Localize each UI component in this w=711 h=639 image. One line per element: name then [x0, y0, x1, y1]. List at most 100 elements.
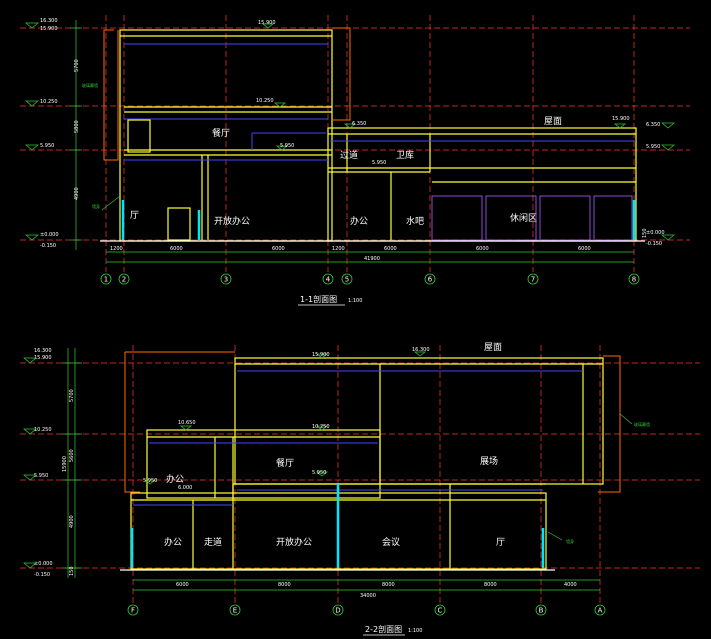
axis-label: 1 [104, 276, 108, 284]
leader-line [101, 195, 121, 211]
vertical-dim: 4900 [69, 515, 75, 528]
elev-label: -0.150 [646, 241, 662, 247]
room-label: 办公 [350, 215, 368, 227]
section-scale: 1:100 [408, 628, 422, 634]
room-label: 休闲区 [510, 212, 537, 224]
elev-label: 5.950 [34, 473, 48, 479]
outer-wall-2 [124, 351, 621, 493]
glass-1 [121, 200, 636, 240]
axis-bubble [100, 273, 112, 285]
axis-label: 6 [428, 276, 433, 284]
walls-2 [130, 357, 604, 570]
outer-wall-1 [103, 27, 351, 161]
axis-label: 7 [531, 276, 535, 284]
annotation: 玻璃幕墙 [82, 82, 98, 88]
axis-bubble [434, 604, 446, 616]
elev-label: 15.900 [40, 26, 58, 32]
floor-level: 5.950 [312, 470, 326, 476]
axis-label: A [598, 607, 603, 615]
floor-level: 5.950 [280, 143, 294, 149]
dim-label: 8000 [382, 582, 395, 588]
vertical-dim: 4900 [74, 187, 80, 200]
elev-label: 10.250 [34, 427, 52, 433]
axis-bubble [594, 604, 606, 616]
vertical-dim: 15900 [62, 456, 68, 472]
elev-label: 6.350 [646, 122, 660, 128]
room-label: 厅 [130, 210, 139, 221]
floor-level: 15.900 [258, 20, 276, 26]
section-title: 2-2剖面图 [365, 624, 402, 634]
room-label: 屋面 [484, 342, 502, 353]
windows-1 [431, 195, 633, 241]
dim-label: 8000 [484, 582, 497, 588]
axis-bubble [424, 273, 436, 285]
elev-markers-2 [23, 351, 426, 569]
dim-label: 6000 [384, 246, 397, 252]
floor-level: 6.000 [178, 485, 192, 491]
room-label: 厅 [496, 537, 505, 548]
vertical-dims-2 [62, 348, 82, 578]
axis-label: 8 [632, 276, 636, 284]
dim-label: 1200 [110, 246, 123, 252]
room-label: 展场 [480, 456, 498, 467]
vertical-dim: 5800 [74, 120, 80, 133]
beam-lines-1 [124, 43, 636, 161]
axis-bubble [527, 273, 539, 285]
horizontal-dims-2 [133, 579, 600, 591]
section-scale: 1:100 [348, 298, 362, 304]
vertical-dim: 150 [69, 566, 75, 576]
axis-bubble [332, 604, 344, 616]
floor-level: 10.250 [312, 424, 330, 430]
elev-label: 5.950 [40, 143, 54, 149]
floor-level: 15.900 [312, 352, 330, 358]
axis-label: D [335, 607, 340, 615]
room-label: 餐厅 [276, 457, 294, 469]
room-label: 开放办公 [214, 215, 250, 227]
dim-label: 4000 [564, 582, 577, 588]
floor-level: 10.650 [178, 420, 196, 426]
axis-label: F [131, 607, 135, 615]
leader-line [547, 531, 563, 541]
elev-label: ±0.000 [646, 230, 665, 236]
room-label: 屋面 [544, 116, 562, 127]
elev-label: 15.900 [34, 355, 52, 361]
axis-label: 3 [224, 276, 228, 284]
axis-lines-1 [105, 15, 635, 272]
glass-2 [130, 484, 545, 568]
axis-bubble [118, 273, 130, 285]
elev-label: 5.950 [646, 144, 660, 150]
total-dim: 34000 [360, 593, 376, 599]
vertical-dim: 5700 [69, 389, 75, 402]
axis-label: 5 [345, 276, 349, 284]
floor-level: 6.350 [352, 121, 366, 127]
level-lines-2 [20, 362, 700, 569]
room-label: 办公 [166, 473, 184, 485]
axis-lines-2 [132, 345, 601, 605]
horizontal-dims-1 [106, 251, 634, 263]
elev-label: 10.250 [40, 99, 58, 105]
axis-bubble [220, 273, 232, 285]
dim-label: 6000 [578, 246, 591, 252]
room-label: 餐厅 [212, 127, 230, 139]
room-label: 水吧 [406, 215, 424, 227]
floor-level: 10.250 [256, 98, 274, 104]
floor-level: 15.900 [612, 116, 630, 122]
floor-level: 5.950 [372, 160, 386, 166]
room-label: 过道 [340, 149, 358, 161]
dim-label: 1200 [332, 246, 345, 252]
dim-label: 6000 [272, 246, 285, 252]
elev-label: -0.150 [40, 243, 56, 249]
room-label: 会议 [382, 536, 400, 548]
room-label: 卫库 [396, 149, 414, 161]
vertical-dim: 5600 [69, 449, 75, 462]
floor-level: 16.300 [412, 347, 430, 353]
total-dim: 41900 [364, 256, 380, 262]
annotation: 墙身 [566, 538, 574, 544]
dim-label: 6000 [476, 246, 489, 252]
axis-bubble [628, 273, 640, 285]
vertical-dim: 150 [642, 228, 648, 238]
floor-level: 5.950 [143, 478, 157, 484]
